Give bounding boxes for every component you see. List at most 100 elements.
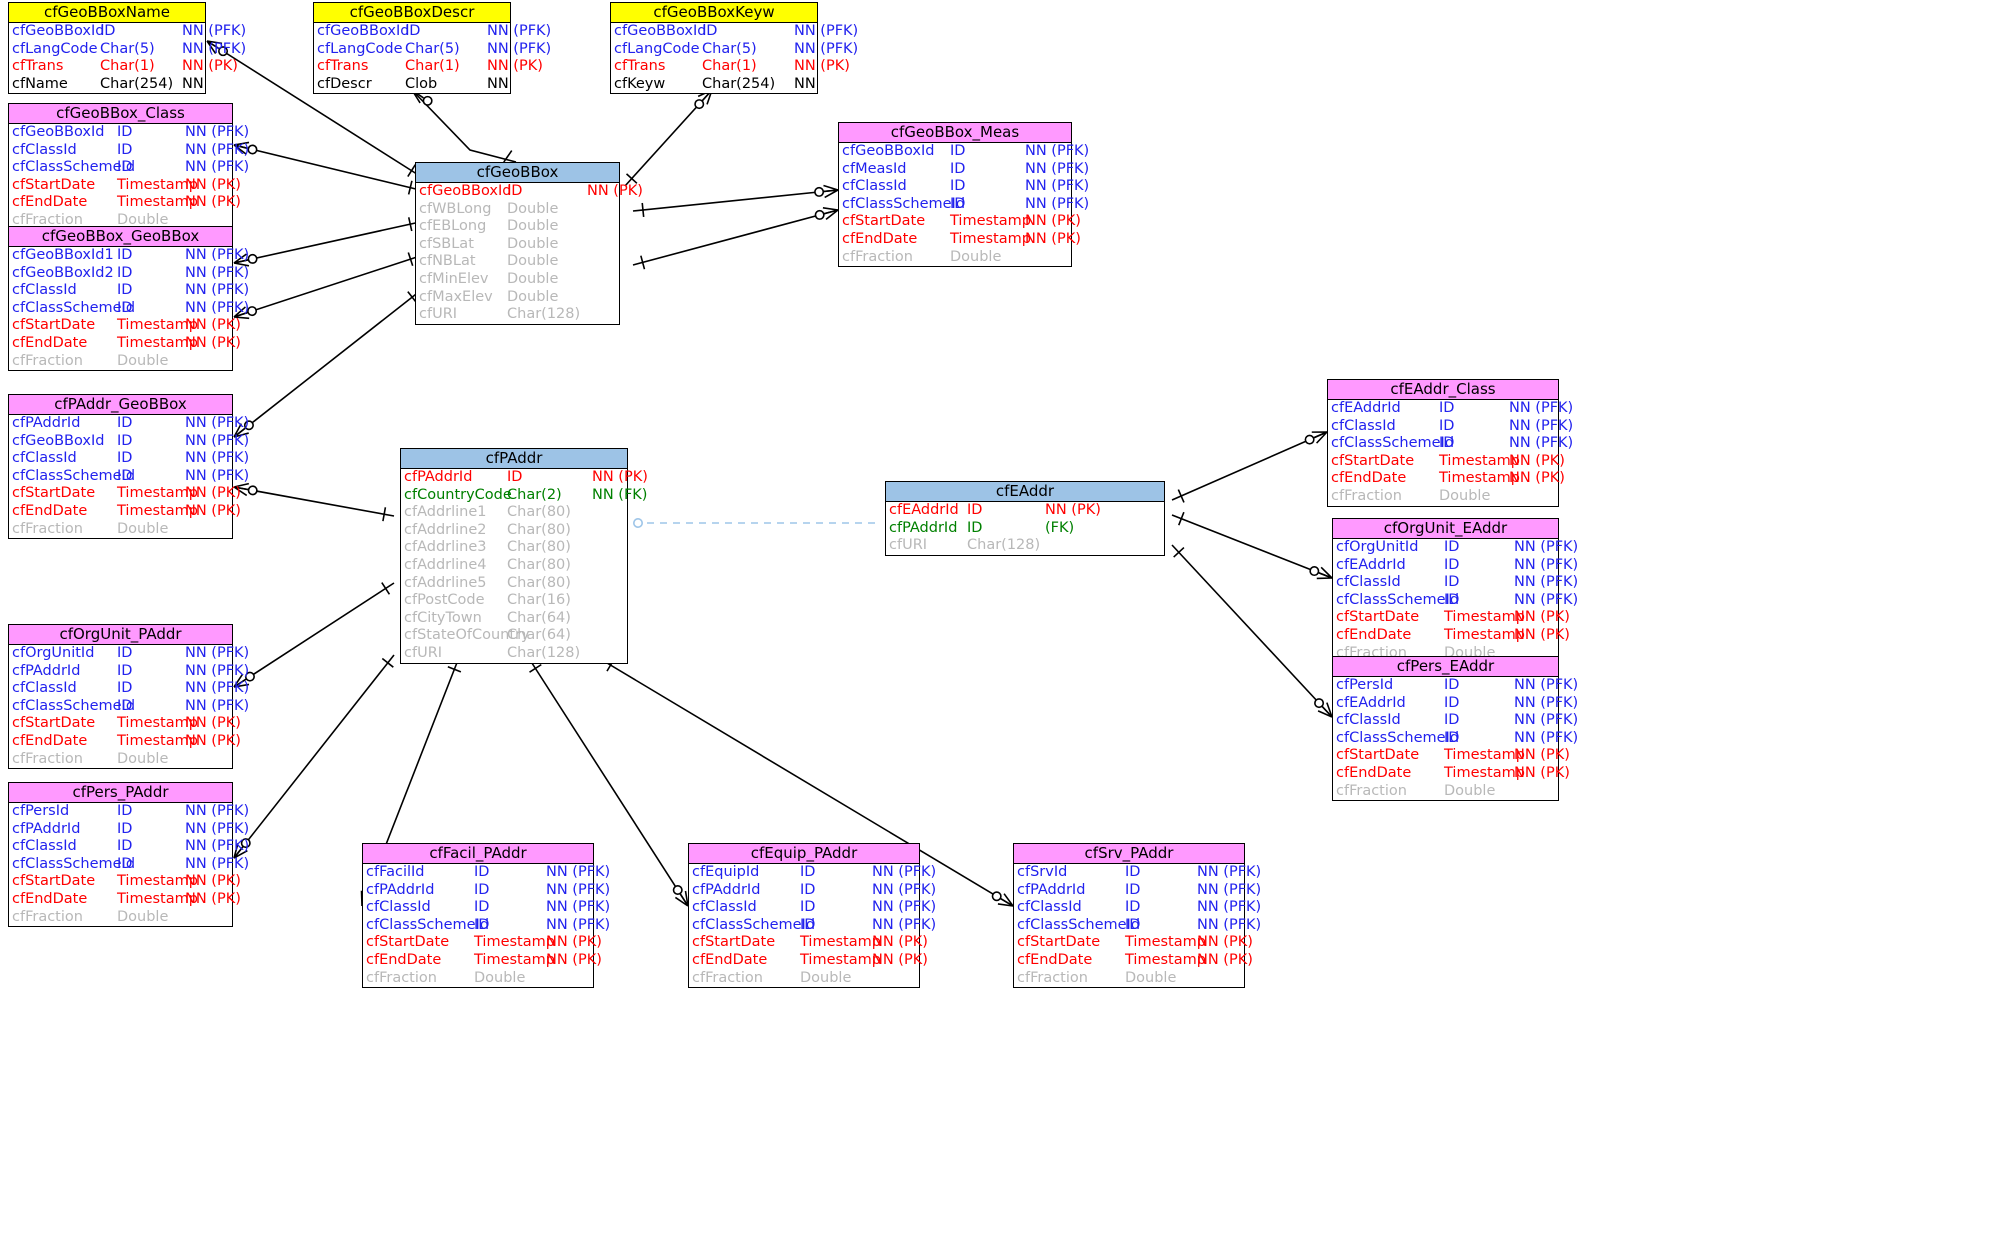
field-type: Char(254) [702, 75, 776, 92]
field-constraint: NN (PFK) [794, 40, 859, 57]
field-name: cfStartDate [12, 873, 96, 890]
field-constraint: NN (PFK) [185, 820, 250, 837]
field-name: cfSrvId [1017, 864, 1068, 880]
field-type: Double [117, 352, 169, 369]
field-type: Double [117, 520, 169, 537]
field-constraint: NN (PFK) [1197, 899, 1262, 916]
field-type: ID [1444, 694, 1460, 711]
field-name: cfClassSchemeId [1017, 916, 1141, 933]
field-type: Timestamp [117, 176, 198, 193]
field-name: cfClassId [1336, 712, 1401, 729]
field-type: ID [117, 247, 133, 263]
field-name: cfPAddrId [12, 415, 81, 431]
optional-marker [694, 99, 705, 110]
field-constraint: NN (PFK) [487, 23, 552, 39]
field-type: Char(80) [507, 574, 571, 591]
field-type: ID [117, 282, 133, 299]
field-constraint: NN (PFK) [185, 432, 250, 449]
field-name: cfCityTown [404, 609, 482, 626]
field-constraint: NN (PK) [185, 732, 241, 749]
field-name: cfPAddrId [889, 519, 958, 536]
field-name: cfPersId [1336, 677, 1394, 693]
field-constraint: NN (PK) [1509, 470, 1565, 487]
field-name: cfLangCode [12, 40, 98, 57]
optional-marker [422, 95, 433, 106]
field-constraint: NN (PK) [546, 934, 602, 951]
field-type: ID [117, 124, 133, 140]
field-name: cfTrans [317, 58, 369, 75]
field-name: cfClassSchemeId [12, 467, 136, 484]
relationship-line [233, 582, 395, 688]
field-type: ID [117, 838, 133, 855]
relationship-line [233, 255, 421, 318]
field-type: ID [100, 23, 116, 39]
field-name: cfGeoBBoxId [12, 432, 105, 449]
field-type: Char(80) [507, 539, 571, 556]
field-type: ID [117, 855, 133, 872]
field-constraint: NN (PFK) [185, 855, 250, 872]
field-type: Char(80) [507, 556, 571, 573]
crowfoot-marker [1317, 702, 1333, 718]
field-name: cfClassId [12, 680, 77, 697]
field-type: ID [117, 662, 133, 679]
relationship-line [233, 144, 421, 191]
field-constraint: NN (PFK) [185, 803, 250, 819]
optional-marker [814, 209, 825, 220]
field-constraint: NN (PFK) [1197, 916, 1262, 933]
optional-marker [814, 186, 825, 197]
field-constraint: NN (PFK) [872, 881, 937, 898]
field-name: cfClassSchemeId [12, 159, 136, 176]
optional-marker [247, 253, 258, 264]
field-type: Double [117, 211, 169, 228]
field-type: ID [474, 916, 490, 933]
entity-title-cfPAddr: cfPAddr [401, 449, 627, 469]
field-constraint: NN (PK) [182, 58, 238, 75]
field-row: cfFraction Double [9, 353, 232, 371]
one-marker [529, 663, 542, 673]
entity-title-cfEAddr: cfEAddr [886, 482, 1164, 502]
optional-marker [632, 517, 643, 528]
field-constraint: NN (PK) [185, 873, 241, 890]
field-type: Timestamp [950, 230, 1031, 247]
field-name: cfFraction [12, 352, 83, 369]
